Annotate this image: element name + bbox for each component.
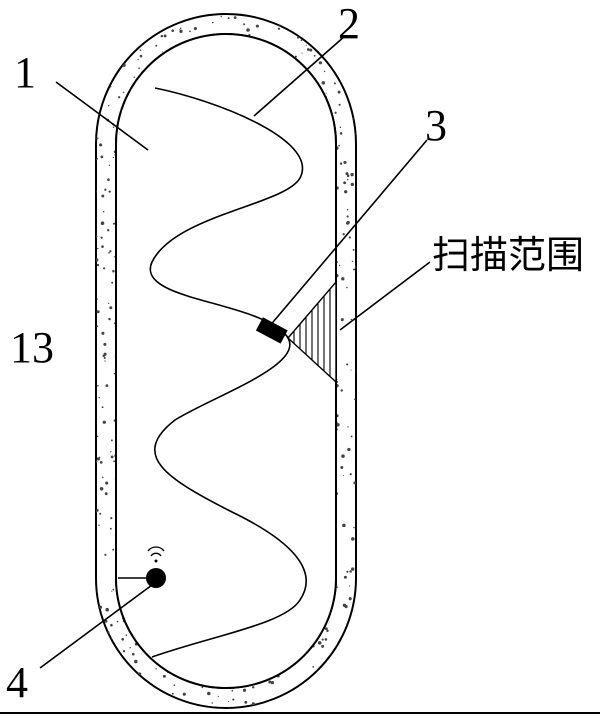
sinuous-track: [149, 87, 307, 658]
leader-line-2: [253, 35, 346, 117]
scan-range-area: [287, 280, 337, 384]
wifi-signal-icon: [150, 552, 162, 557]
label-13: 13: [10, 323, 54, 372]
leader-line-4: [39, 584, 153, 669]
label-3: 3: [425, 101, 447, 150]
wireless-node: [118, 546, 166, 588]
leader-line-3: [267, 139, 428, 329]
leader-line-1: [55, 81, 149, 151]
label-scan-range: 扫描范围: [432, 233, 584, 277]
inner-chamber: [115, 33, 337, 689]
leader-line-scan-range: [339, 261, 431, 331]
label-4: 4: [6, 658, 28, 707]
label-2: 2: [338, 0, 360, 48]
scanner-device: [255, 317, 288, 344]
label-1: 1: [14, 48, 36, 97]
